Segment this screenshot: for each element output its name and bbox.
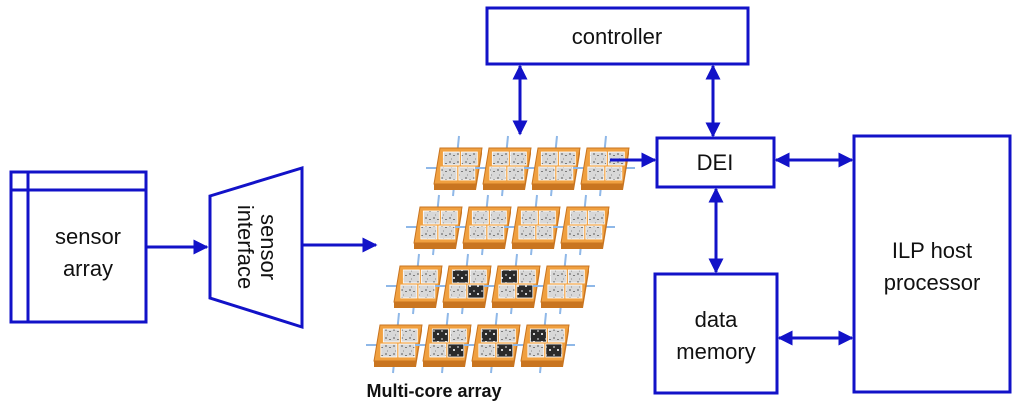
core-tile — [475, 135, 537, 197]
sensor-array-label-line1: sensor — [55, 224, 121, 249]
core-tile — [386, 253, 448, 315]
core-tile — [455, 194, 517, 256]
ilp-host-label-line2: processor — [884, 270, 981, 295]
sensor-array-node: sensor array — [9, 170, 148, 324]
core-tile — [426, 135, 488, 197]
sensor-array-label-line2: array — [63, 256, 113, 281]
core-tile — [406, 194, 468, 256]
multicore-array — [366, 135, 635, 374]
dei-node: DEI — [655, 136, 776, 189]
core-tile — [533, 253, 595, 315]
multicore-array-caption: Multi-core array — [366, 381, 501, 401]
data-memory-label-line2: memory — [676, 339, 755, 364]
controller-node: controller — [485, 6, 750, 66]
core-tile — [513, 312, 575, 374]
ilp-host-label-line1: ILP host — [892, 238, 972, 263]
data-memory-node: data memory — [653, 272, 779, 395]
sensor-interface-node: sensor interface — [208, 165, 304, 330]
core-tile — [435, 253, 497, 315]
controller-label: controller — [572, 24, 662, 49]
core-tile — [553, 194, 615, 256]
core-tile — [366, 312, 428, 374]
core-tile — [504, 194, 566, 256]
sensor-interface-label-line2: interface — [233, 205, 258, 289]
core-tile — [415, 312, 477, 374]
data-memory-label-line1: data — [695, 307, 739, 332]
core-tile — [573, 135, 635, 197]
sensor-interface-label-line1: sensor — [256, 214, 281, 280]
core-tile — [524, 135, 586, 197]
dei-label: DEI — [697, 150, 734, 175]
core-tile — [464, 312, 526, 374]
core-tile — [484, 253, 546, 315]
ilp-host-node: ILP host processor — [852, 134, 1012, 394]
